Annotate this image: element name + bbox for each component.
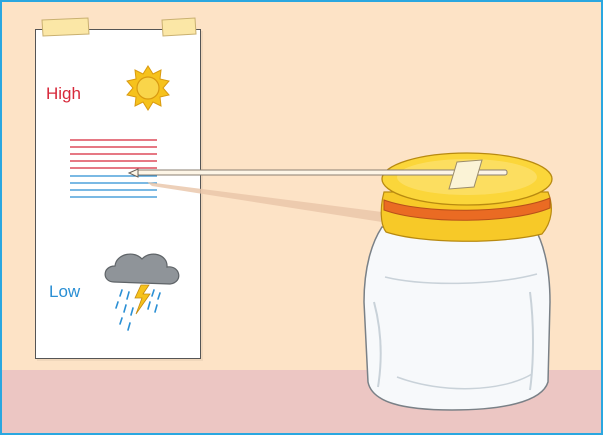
- glass-jar: [364, 227, 550, 410]
- low-pressure-lines: [70, 176, 157, 197]
- sun-icon: [127, 66, 169, 110]
- high-pressure-lines: [70, 140, 157, 168]
- tape-left: [42, 18, 89, 36]
- straw-shadow: [147, 182, 382, 222]
- tape-right: [162, 18, 196, 36]
- storm-cloud-icon: [105, 254, 179, 330]
